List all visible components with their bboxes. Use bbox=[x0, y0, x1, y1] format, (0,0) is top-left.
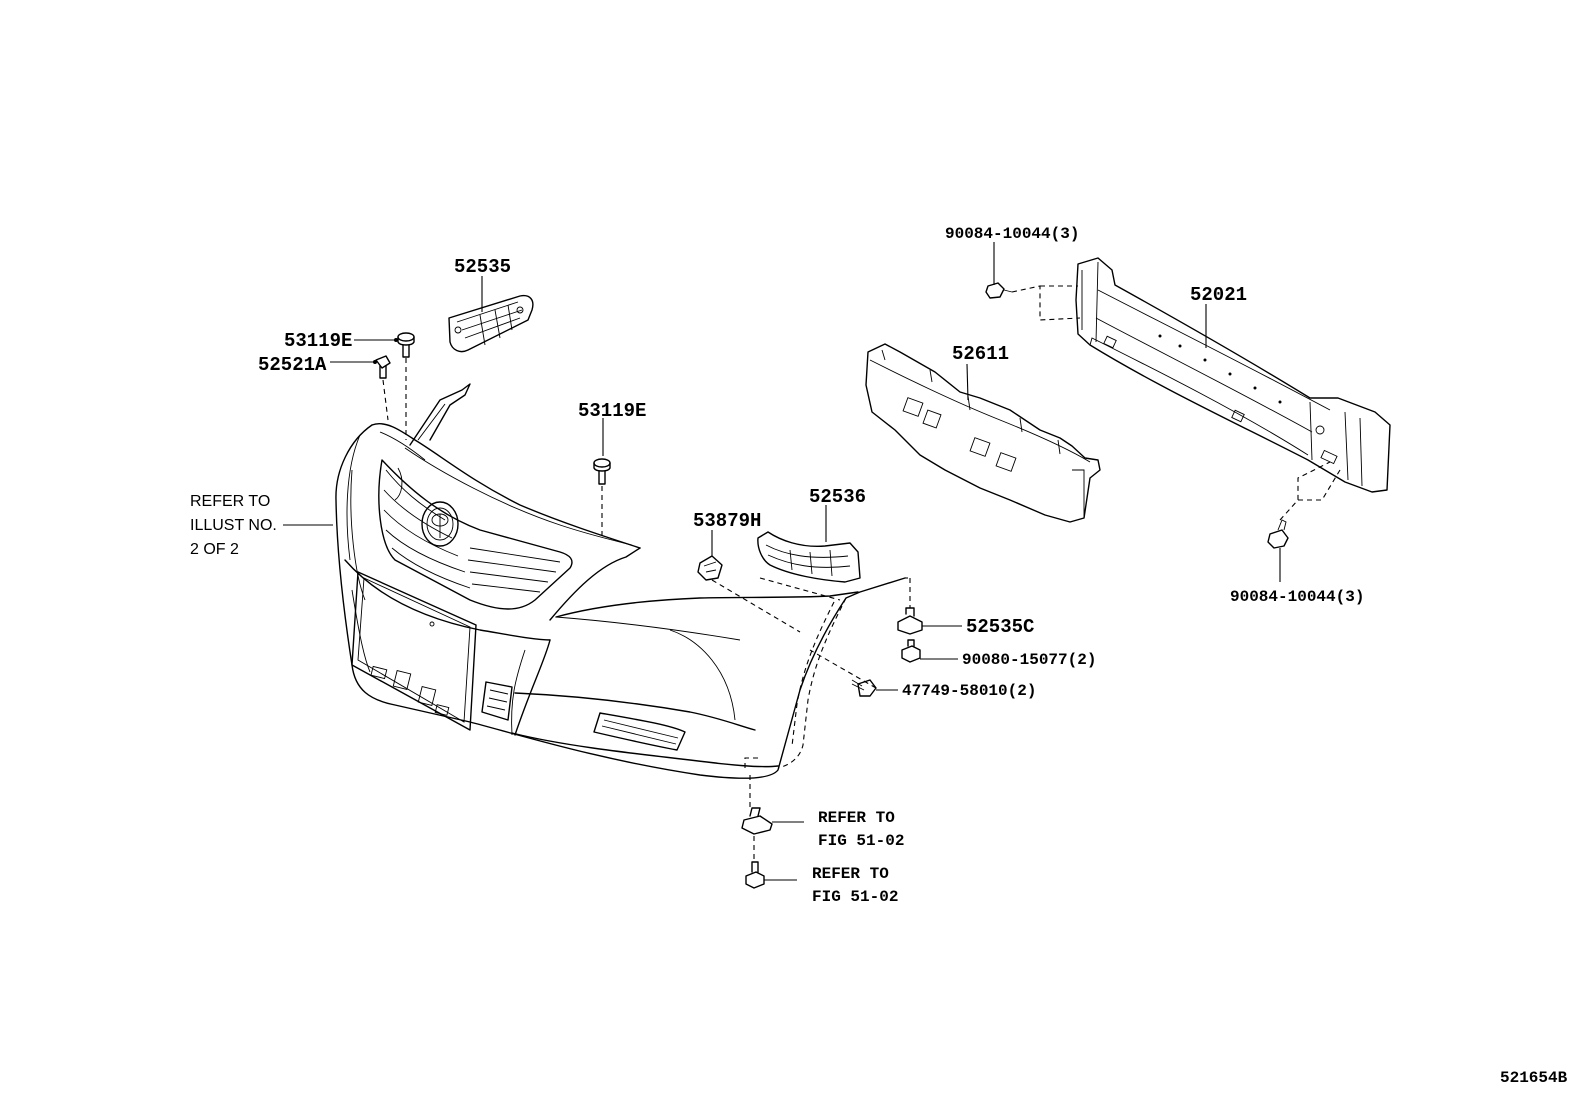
absorber-52611-drawing bbox=[865, 343, 1101, 523]
bolt-refer-b-drawing bbox=[745, 861, 765, 889]
label-90084-top: 90084-10044(3) bbox=[945, 225, 1079, 243]
label-52021: 52021 bbox=[1190, 284, 1247, 306]
fastener-53119e-center-drawing bbox=[593, 458, 611, 485]
note-refer-fig-a-line2: FIG 51-02 bbox=[818, 832, 904, 850]
label-52536: 52536 bbox=[809, 486, 866, 508]
label-52521a: 52521A bbox=[258, 354, 327, 376]
clip-53879h-drawing bbox=[697, 555, 723, 581]
note-refer-fig-a-line1: REFER TO bbox=[818, 809, 895, 827]
fastener-53119e-left-drawing bbox=[397, 332, 415, 358]
screw-47749-drawing bbox=[851, 679, 877, 697]
bumper-cover-drawing bbox=[335, 383, 906, 779]
label-52535: 52535 bbox=[454, 256, 511, 278]
screw-90080-drawing bbox=[901, 639, 921, 663]
clip-refer-a-drawing bbox=[741, 807, 773, 835]
fastener-52521a-drawing bbox=[375, 355, 391, 379]
label-52535c: 52535C bbox=[966, 616, 1034, 638]
bolt-90084-bottom-drawing bbox=[1267, 519, 1289, 549]
label-53119e-center: 53119E bbox=[578, 400, 646, 422]
note-refer-illust-line1: REFER TO bbox=[190, 493, 270, 510]
bolt-90084-top-drawing bbox=[985, 282, 1013, 299]
grille-drawing bbox=[378, 459, 573, 610]
note-refer-illust-line3: 2 OF 2 bbox=[190, 541, 239, 558]
leader-lines bbox=[283, 242, 1281, 881]
diagram-id: 521654B bbox=[1500, 1069, 1568, 1087]
label-90084-bottom: 90084-10044(3) bbox=[1230, 588, 1364, 606]
label-53879h: 53879H bbox=[693, 510, 761, 532]
bracket-52535-drawing bbox=[448, 294, 534, 353]
reinforcement-52021-drawing bbox=[1075, 257, 1391, 493]
label-47749: 47749-58010(2) bbox=[902, 682, 1036, 700]
assembly-lines bbox=[382, 285, 1341, 862]
label-52611: 52611 bbox=[952, 343, 1009, 365]
label-53119e-left: 53119E bbox=[284, 330, 352, 352]
note-refer-fig-b-line2: FIG 51-02 bbox=[812, 888, 898, 906]
note-refer-fig-b-line1: REFER TO bbox=[812, 865, 889, 883]
note-refer-illust-line2: ILLUST NO. bbox=[190, 517, 277, 534]
label-90080: 90080-15077(2) bbox=[962, 651, 1096, 669]
nut-52535c-drawing bbox=[897, 607, 923, 635]
bracket-52536-drawing bbox=[757, 531, 861, 583]
